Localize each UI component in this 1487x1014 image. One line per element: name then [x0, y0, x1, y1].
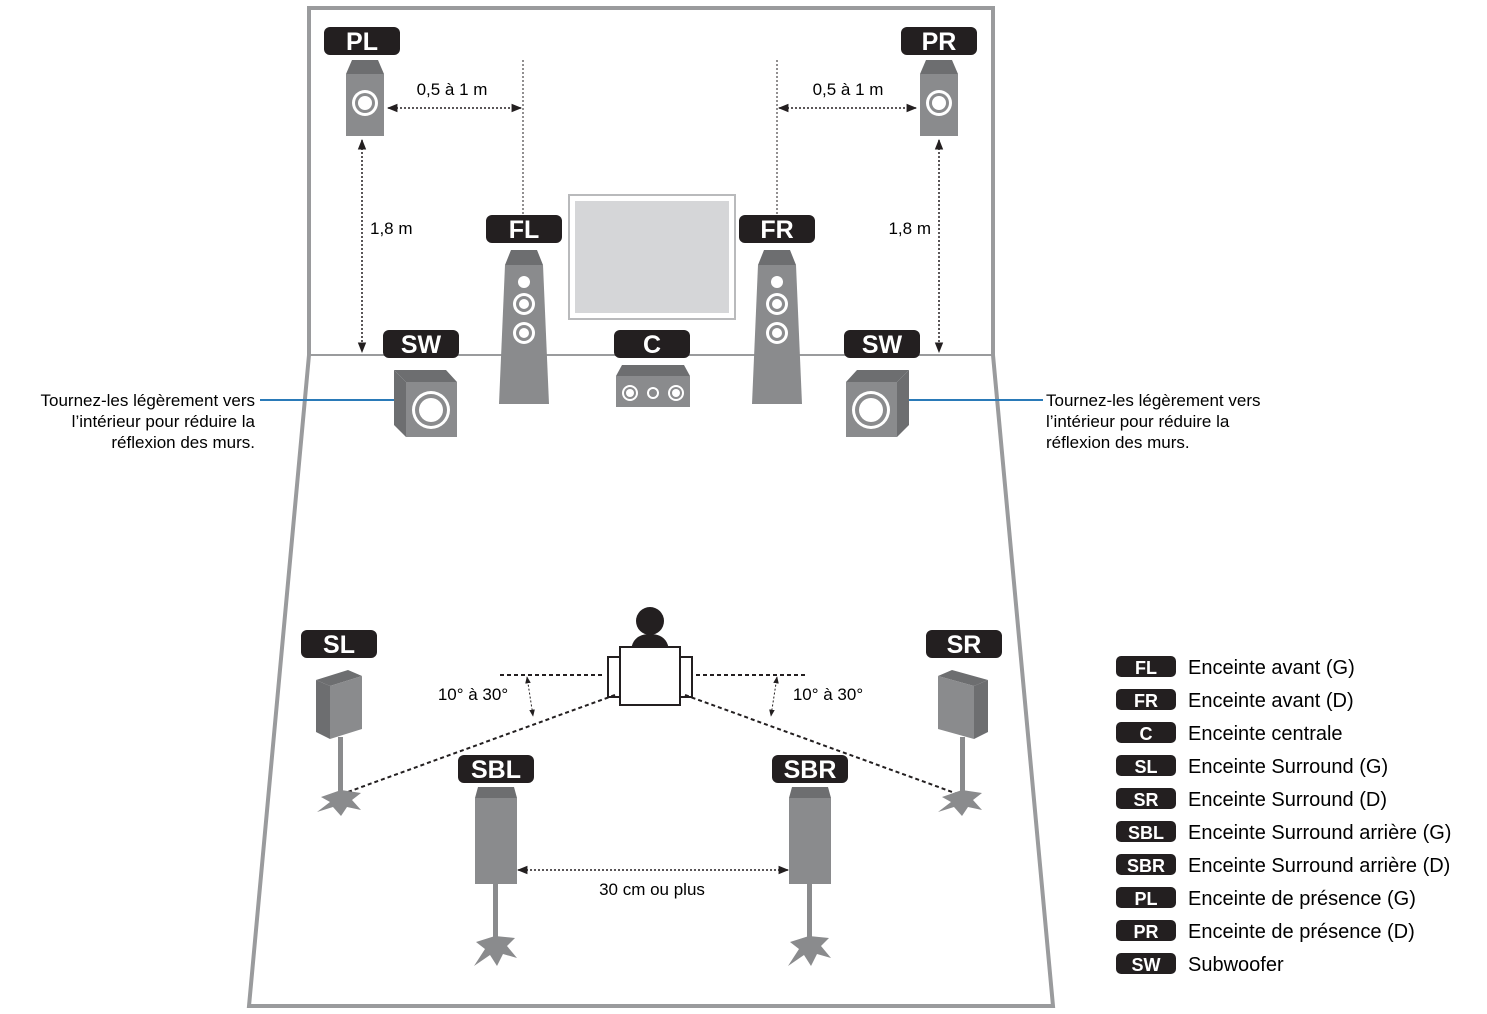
tv-screen [568, 194, 736, 320]
note-right: Tournez-les légèrement vers l’intérieur … [1046, 391, 1260, 452]
svg-text:Enceinte centrale: Enceinte centrale [1188, 723, 1343, 745]
legend-item: SW Subwoofer [1116, 953, 1284, 976]
legend-item: SBL Enceinte Surround arrière (G) [1116, 821, 1451, 844]
svg-text:SBL: SBL [1128, 823, 1164, 843]
speaker-fr [752, 250, 802, 404]
legend-item: SBR Enceinte Surround arrière (D) [1116, 854, 1450, 877]
label-angle-left: 10° à 30° [438, 685, 508, 704]
svg-text:Enceinte de présence (G): Enceinte de présence (G) [1188, 888, 1416, 910]
badge-pl: PL [324, 27, 400, 56]
svg-text:C: C [1140, 724, 1153, 744]
badge-fr: FR [739, 215, 815, 244]
svg-text:FL: FL [1135, 658, 1157, 678]
speaker-sl [316, 670, 362, 816]
label-pr-gap: 0,5 à 1 m [813, 80, 884, 99]
svg-text:C: C [643, 331, 661, 359]
subwoofer-right [846, 370, 909, 437]
svg-text:Enceinte Surround arrière (G): Enceinte Surround arrière (G) [1188, 822, 1451, 844]
label-height-left: 1,8 m [370, 219, 413, 238]
speaker-pl [346, 60, 384, 136]
svg-text:SW: SW [1132, 955, 1161, 975]
badge-c: C [614, 330, 690, 359]
badge-sbl: SBL [458, 755, 534, 784]
legend-item: C Enceinte centrale [1116, 722, 1343, 745]
speaker-pr [920, 60, 958, 136]
svg-text:SW: SW [862, 331, 903, 359]
legend-item: FR Enceinte avant (D) [1116, 689, 1354, 712]
speaker-sbr [788, 787, 831, 966]
measure-arrows [357, 103, 944, 875]
label-angle-right: 10° à 30° [793, 685, 863, 704]
svg-text:FL: FL [509, 216, 540, 244]
legend: FL Enceinte avant (G) FR Enceinte avant … [1116, 656, 1451, 976]
legend-item: SR Enceinte Surround (D) [1116, 788, 1387, 811]
svg-text:SW: SW [401, 331, 442, 359]
svg-text:FR: FR [1134, 691, 1158, 711]
svg-text:FR: FR [760, 216, 793, 244]
svg-text:SR: SR [947, 631, 982, 659]
badge-sl: SL [301, 630, 377, 659]
svg-text:Enceinte Surround arrière (D): Enceinte Surround arrière (D) [1188, 855, 1450, 877]
badge-sw-left: SW [383, 330, 459, 359]
svg-text:réflexion des murs.: réflexion des murs. [111, 433, 255, 452]
measure-labels: 0,5 à 1 m 0,5 à 1 m 1,8 m 1,8 m 10° à 30… [370, 80, 931, 899]
svg-text:Enceinte avant (D): Enceinte avant (D) [1188, 690, 1354, 712]
svg-text:SBL: SBL [471, 756, 521, 784]
room-outline [246, 6, 1056, 1008]
badge-fl: FL [486, 215, 562, 244]
badge-sw-right: SW [844, 330, 920, 359]
speaker-fl [499, 250, 549, 404]
legend-item: PR Enceinte de présence (D) [1116, 920, 1415, 943]
svg-text:SL: SL [1134, 757, 1157, 777]
svg-text:l’intérieur pour réduire la: l’intérieur pour réduire la [1046, 412, 1230, 431]
speaker-sr [938, 670, 988, 816]
svg-text:Enceinte avant (G): Enceinte avant (G) [1188, 657, 1355, 679]
svg-text:PL: PL [1134, 889, 1157, 909]
subwoofer-left [394, 370, 457, 437]
svg-text:SBR: SBR [1127, 856, 1165, 876]
label-sb-gap: 30 cm ou plus [599, 880, 705, 899]
note-left: Tournez-les légèrement vers l’intérieur … [41, 391, 256, 452]
svg-text:SR: SR [1133, 790, 1158, 810]
svg-text:Subwoofer: Subwoofer [1188, 954, 1284, 976]
svg-text:SBR: SBR [784, 756, 837, 784]
guide-lines [522, 60, 778, 215]
legend-item: PL Enceinte de présence (G) [1116, 887, 1416, 910]
legend-item: SL Enceinte Surround (G) [1116, 755, 1388, 778]
svg-text:PL: PL [346, 28, 378, 56]
badge-sr: SR [926, 630, 1002, 659]
svg-text:Tournez-les légèrement vers: Tournez-les légèrement vers [1046, 391, 1260, 410]
label-pl-gap: 0,5 à 1 m [417, 80, 488, 99]
svg-text:réflexion des murs.: réflexion des murs. [1046, 433, 1190, 452]
svg-text:PR: PR [922, 28, 957, 56]
svg-text:Enceinte de présence (D): Enceinte de présence (D) [1188, 921, 1415, 943]
badge-pr: PR [901, 27, 977, 56]
svg-text:PR: PR [1133, 922, 1158, 942]
svg-text:SL: SL [323, 631, 355, 659]
listener [607, 607, 693, 706]
svg-text:Enceinte Surround (D): Enceinte Surround (D) [1188, 789, 1387, 811]
svg-text:Enceinte Surround (G): Enceinte Surround (G) [1188, 756, 1388, 778]
speaker-sbl [474, 787, 517, 966]
svg-text:Tournez-les légèrement vers: Tournez-les légèrement vers [41, 391, 255, 410]
legend-item: FL Enceinte avant (G) [1116, 656, 1355, 679]
speaker-c [616, 365, 690, 407]
angle-arcs [525, 676, 779, 717]
svg-text:l’intérieur pour réduire la: l’intérieur pour réduire la [72, 412, 256, 431]
label-height-right: 1,8 m [888, 219, 931, 238]
angle-lines [344, 674, 956, 794]
badge-sbr: SBR [772, 755, 848, 784]
